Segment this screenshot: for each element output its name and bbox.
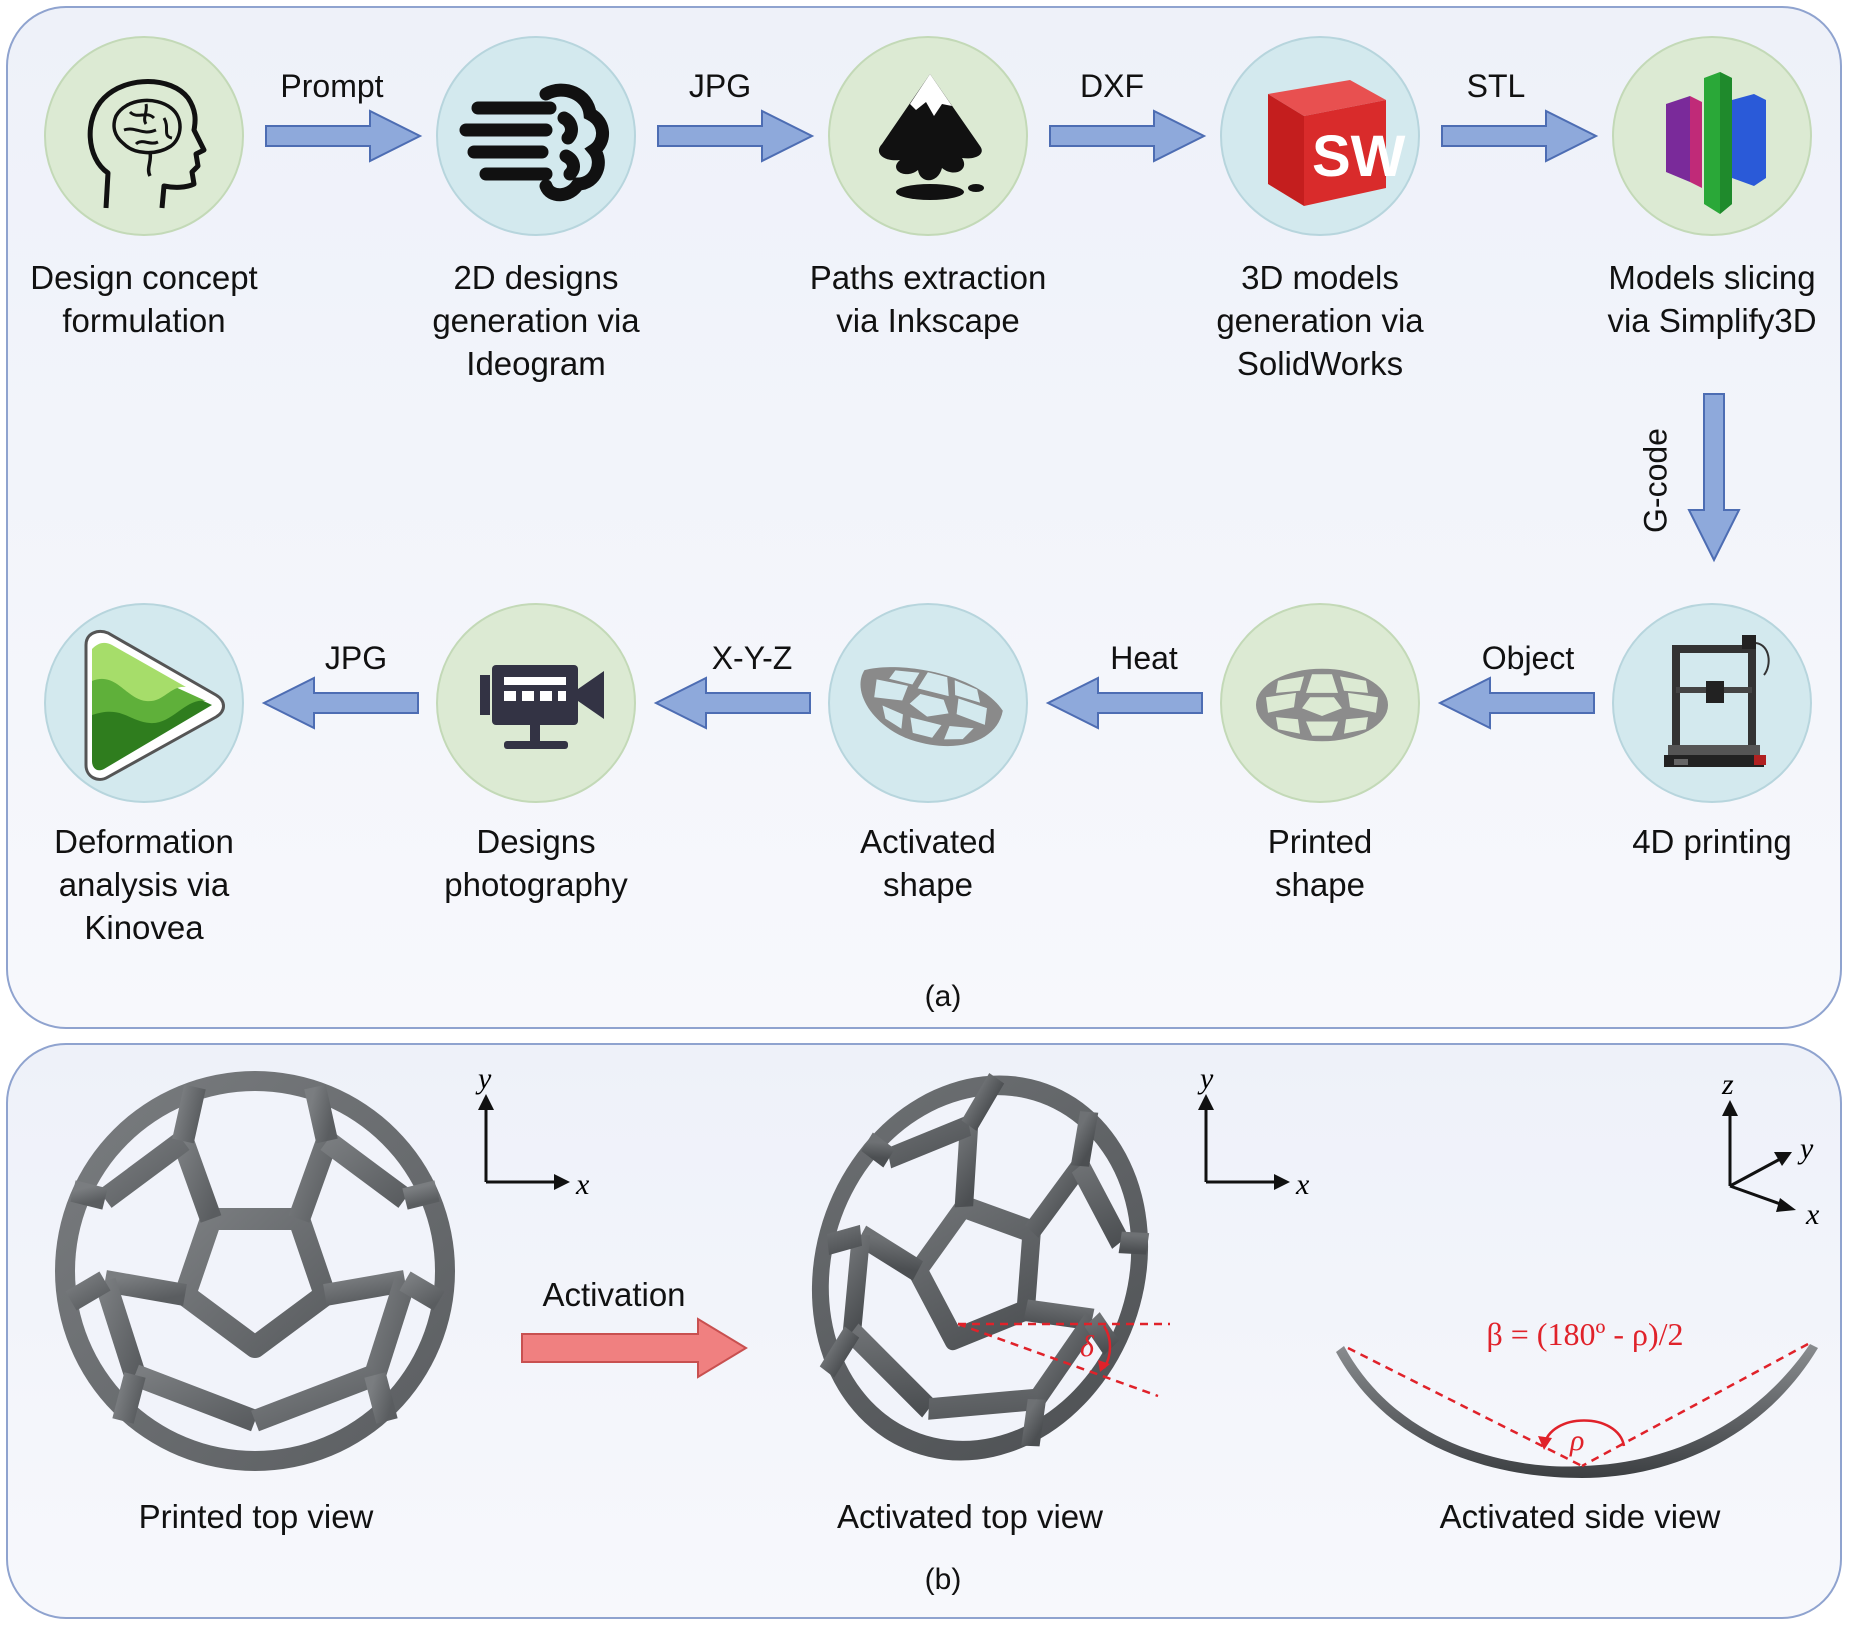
axis-y-label: y — [475, 1064, 492, 1095]
3d-printer-icon — [1664, 635, 1770, 767]
node-kinovea — [44, 603, 244, 803]
activated-top-view-lattice: δ — [811, 1073, 1170, 1461]
label-activated-side-view: Activated side view — [1439, 1498, 1721, 1535]
caption-b: (b) — [924, 1563, 962, 1596]
edge-label-prompt: Prompt — [280, 68, 384, 104]
rho-symbol: ρ — [1569, 1424, 1584, 1457]
node-design-concept — [44, 36, 244, 236]
arrow-object — [1437, 676, 1595, 730]
axis-x-label: x — [575, 1168, 590, 1201]
arrow-prompt — [265, 109, 423, 163]
edge-label-object: Object — [1481, 640, 1575, 676]
node-simplify3d — [1612, 36, 1812, 236]
node-solidworks: SW — [1220, 36, 1420, 236]
label-activated-top-view: Activated top view — [837, 1498, 1103, 1535]
edge-label-jpg-2: JPG — [324, 640, 388, 676]
caption-a: (a) — [924, 980, 962, 1013]
video-camera-icon — [480, 665, 604, 749]
printed-top-view-lattice — [55, 1071, 455, 1471]
edge-label-gcode: G-code — [1637, 428, 1674, 533]
edge-label-stl: STL — [1466, 68, 1526, 104]
activation-arrow — [521, 1317, 748, 1379]
node-inkscape — [828, 36, 1028, 236]
axes-side-view: z y x — [1721, 1068, 1820, 1231]
solidworks-letters: SW — [1312, 124, 1406, 189]
arrow-dxf — [1049, 109, 1207, 163]
arrow-gcode — [1687, 393, 1741, 563]
arrow-jpg-2 — [261, 676, 419, 730]
node-printed — [1220, 603, 1420, 803]
label-printed-top-view: Printed top view — [138, 1498, 374, 1535]
printed-lattice-icon — [1256, 668, 1388, 742]
node-photography — [436, 603, 636, 803]
simplify3d-logo-icon — [1666, 72, 1766, 214]
beta-formula: β = (180º - ρ)/2 — [1486, 1316, 1684, 1352]
edge-label-dxf: DXF — [1080, 68, 1144, 104]
kinovea-logo-icon — [84, 630, 225, 781]
ideogram-logo-icon — [459, 83, 609, 202]
node-printing — [1612, 603, 1812, 803]
activation-label: Activation — [542, 1276, 686, 1313]
inkscape-logo-icon — [878, 74, 984, 200]
edge-label-heat: Heat — [1110, 640, 1178, 676]
edge-label-jpg-1: JPG — [688, 68, 752, 104]
axes-printed-view: y x — [475, 1064, 590, 1201]
axis-z-label: z — [1721, 1068, 1734, 1101]
node-ideogram — [436, 36, 636, 236]
axis-y-label-3: y — [1797, 1132, 1814, 1165]
edge-label-xyz: X-Y-Z — [711, 640, 793, 676]
arrow-heat — [1045, 676, 1203, 730]
arrow-xyz — [653, 676, 811, 730]
activated-lattice-icon — [860, 667, 1003, 747]
arrow-jpg-1 — [657, 109, 815, 163]
solidworks-logo-icon: SW — [1268, 80, 1406, 206]
delta-symbol: δ — [1080, 1330, 1095, 1363]
arrow-stl — [1441, 109, 1599, 163]
label-printing: 4D printing — [1632, 823, 1792, 860]
axis-x-label-2: x — [1295, 1168, 1310, 1201]
axis-y-label-2: y — [1197, 1064, 1214, 1095]
activated-side-view: ρ — [1336, 1342, 1818, 1478]
node-activated — [828, 603, 1028, 803]
axis-x-label-3: x — [1805, 1198, 1820, 1231]
brain-head-icon — [87, 79, 207, 209]
axes-activated-view: y x — [1197, 1064, 1310, 1201]
